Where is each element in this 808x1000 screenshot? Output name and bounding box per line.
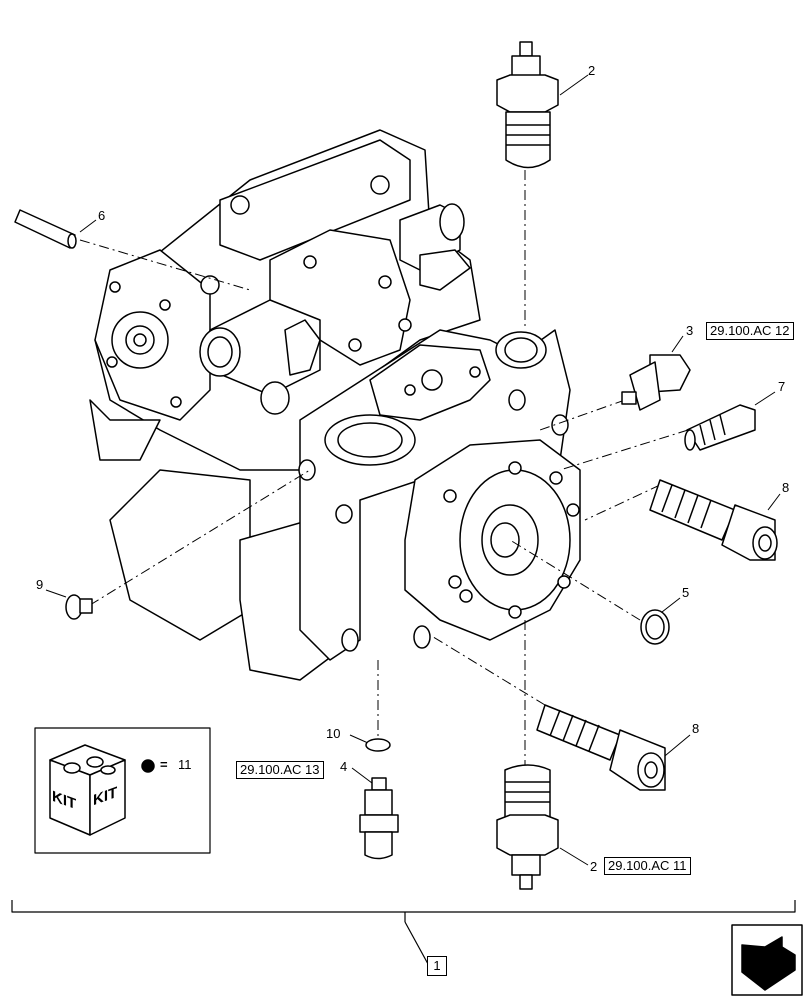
kit-equals: = <box>160 757 168 772</box>
screw-plug <box>65 594 93 620</box>
callout-7: 7 <box>778 379 786 394</box>
callout-8-lower: 8 <box>692 721 700 736</box>
socket-head-bolt-lower <box>536 704 666 791</box>
seal-ring <box>640 609 670 645</box>
assembly-bracket <box>11 900 796 965</box>
reference-29-100-ac-11[interactable]: 29.100.AC 11 <box>604 857 691 875</box>
kit-item-number: 11 <box>178 757 192 772</box>
threaded-stud <box>684 404 756 451</box>
mounting-flange <box>404 439 581 641</box>
pump-front-housing <box>298 329 571 661</box>
reference-29-100-ac-13[interactable]: 29.100.AC 13 <box>236 761 324 779</box>
dowel-pin <box>14 209 77 249</box>
callout-8-upper: 8 <box>782 480 790 495</box>
callout-2-bottom: 2 <box>590 859 598 874</box>
exploded-axis-lines <box>79 170 689 765</box>
check-valve-plug <box>621 354 691 411</box>
callout-2-top: 2 <box>588 63 596 78</box>
callout-3: 3 <box>686 323 694 338</box>
pressure-switch-bottom <box>496 764 559 890</box>
kit-box-icon <box>49 744 126 836</box>
callout-5: 5 <box>682 585 690 600</box>
callout-4: 4 <box>340 759 348 774</box>
socket-head-bolt-upper <box>649 479 778 561</box>
callout-6: 6 <box>98 208 106 223</box>
callout-leaders <box>45 74 781 866</box>
callout-10: 10 <box>326 726 341 741</box>
reference-29-100-ac-12[interactable]: 29.100.AC 12 <box>706 322 794 340</box>
pressure-switch-top <box>496 41 559 169</box>
kit-box-frame <box>34 727 211 854</box>
assembly-number-box: 1 <box>427 956 447 976</box>
temperature-sensor <box>359 777 399 860</box>
o-ring <box>365 738 391 752</box>
callout-9: 9 <box>36 577 44 592</box>
bullet-dot <box>141 759 155 773</box>
control-valve-block <box>199 203 471 415</box>
navigation-arrow-icon <box>731 924 803 996</box>
